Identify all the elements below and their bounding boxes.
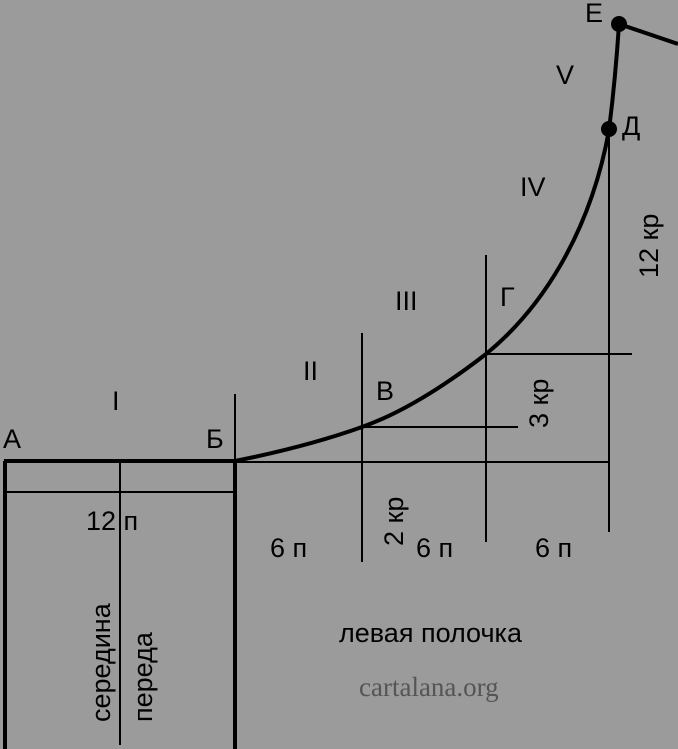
- center-front-label-line2: переда: [128, 631, 158, 722]
- width-12p-label: 12 п: [86, 506, 138, 536]
- segment-3-label: III: [395, 286, 418, 316]
- step-6p-label-2: 6 п: [416, 533, 453, 563]
- rise-3kr-label: 3 кр: [524, 379, 554, 428]
- step-6p-label-3: 6 п: [535, 533, 572, 563]
- neckline-curve: [234, 23, 621, 463]
- construction-lines: [5, 130, 632, 745]
- left-front-label: левая полочка: [339, 618, 523, 648]
- point-b-label: Б: [206, 424, 224, 454]
- step-6p-label-1: 6 п: [270, 533, 307, 563]
- point-e-label: Е: [585, 0, 603, 28]
- rise-2kr-label: 2 кр: [379, 497, 409, 546]
- shoulder-line: [618, 22, 678, 46]
- segment-4-label: IV: [520, 172, 546, 202]
- point-e-marker: [611, 16, 627, 32]
- point-d-marker: [601, 121, 617, 137]
- rise-12kr-label: 12 кр: [634, 214, 664, 278]
- segment-1-label: I: [112, 386, 120, 416]
- piece-outline: [3, 459, 237, 749]
- point-a-label: А: [3, 424, 21, 454]
- watermark: cartalana.org: [359, 672, 499, 702]
- segment-2-label: II: [303, 356, 318, 386]
- point-g-label: Г: [500, 282, 515, 312]
- point-v-label: В: [376, 376, 394, 406]
- center-front-label-line1: середина: [86, 602, 116, 722]
- segment-5-label: V: [556, 60, 574, 90]
- point-d-label: Д: [622, 111, 640, 141]
